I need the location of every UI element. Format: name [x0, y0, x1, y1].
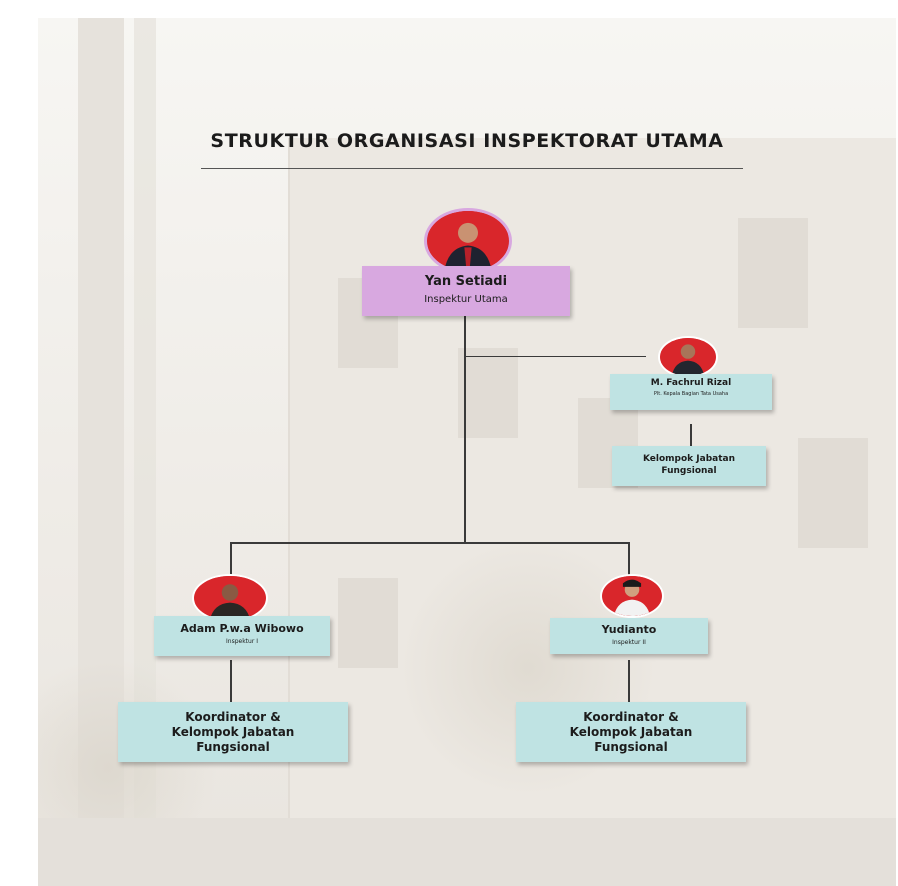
- head-photo: [424, 208, 512, 274]
- head-box: Yan Setiadi Inspektur Utama: [362, 266, 570, 316]
- connector-inspector2-to-group: [628, 660, 630, 702]
- person-photo-icon: [428, 211, 508, 271]
- inspector2-name: Yudianto: [601, 623, 657, 636]
- admin-role: Plt. Kepala Bagian Tata Usaha: [653, 391, 729, 397]
- connector-admin-to-group: [690, 424, 692, 452]
- admin-box: M. Fachrul Rizal Plt. Kepala Bagian Tata…: [610, 374, 772, 410]
- connector-inspectors-bar: [230, 542, 630, 544]
- title-divider: [201, 168, 743, 169]
- admin-photo: [658, 336, 718, 378]
- inspector1-group-label: Koordinator & Kelompok Jabatan Fungsiona…: [171, 710, 295, 754]
- background-ground: [38, 818, 896, 886]
- admin-group-label: Kelompok Jabatan Fungsional: [642, 454, 736, 476]
- connector-to-admin: [464, 356, 646, 357]
- page-title: STRUKTUR ORGANISASI INSPEKTORAT UTAMA: [210, 130, 724, 152]
- inspector1-box: Adam P.w.a Wibowo Inspektur I: [154, 616, 330, 656]
- inspector1-role: Inspektur I: [226, 638, 258, 645]
- admin-group-box: Kelompok Jabatan Fungsional: [612, 446, 766, 486]
- org-chart-poster: STRUKTUR ORGANISASI INSPEKTORAT UTAMA Ya…: [38, 18, 896, 886]
- background-window: [458, 348, 518, 438]
- inspector2-group-box: Koordinator & Kelompok Jabatan Fungsiona…: [516, 702, 746, 762]
- inspector2-group-label: Koordinator & Kelompok Jabatan Fungsiona…: [569, 710, 693, 754]
- connector-to-inspector1: [230, 542, 232, 584]
- background-window: [798, 438, 868, 548]
- connector-to-inspector2: [628, 542, 630, 584]
- person-photo-icon: [195, 576, 265, 620]
- admin-name: M. Fachrul Rizal: [650, 378, 732, 388]
- inspector1-name: Adam P.w.a Wibowo: [180, 622, 304, 635]
- inspector2-box: Yudianto Inspektur II: [550, 618, 708, 654]
- head-name: Yan Setiadi: [424, 274, 508, 289]
- connector-inspector1-to-group: [230, 660, 232, 702]
- inspector2-role: Inspektur II: [612, 639, 646, 646]
- person-photo-icon: [660, 338, 716, 376]
- head-role: Inspektur Utama: [424, 294, 508, 305]
- inspector1-group-box: Koordinator & Kelompok Jabatan Fungsiona…: [118, 702, 348, 762]
- background-tree: [38, 658, 218, 878]
- person-photo-icon: [602, 576, 662, 616]
- connector-main-trunk: [464, 315, 466, 543]
- background-building: [288, 138, 896, 886]
- background-window: [738, 218, 808, 328]
- inspector2-photo: [600, 574, 664, 618]
- background-window: [338, 578, 398, 668]
- inspector1-photo: [192, 574, 268, 622]
